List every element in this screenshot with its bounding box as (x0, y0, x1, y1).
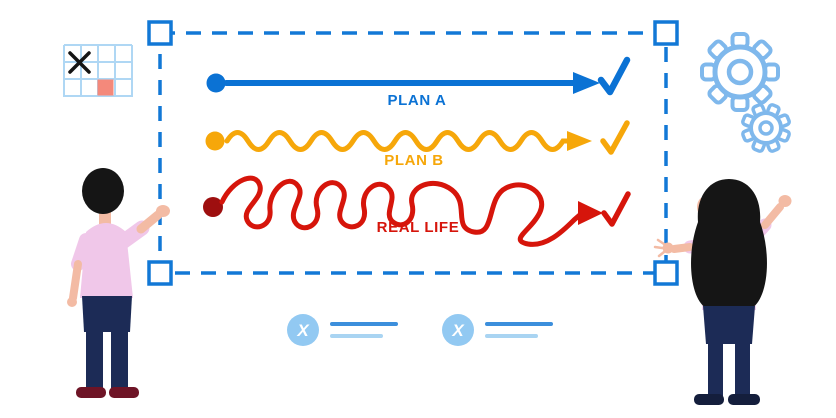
man-raised-arm (136, 210, 163, 234)
note-2-badge (442, 314, 474, 346)
plan-b-start-dot (205, 131, 225, 151)
plan-b-row: PLAN B (205, 120, 630, 169)
highlight-square (97, 79, 114, 96)
selection-handle-top-right (653, 20, 679, 46)
man-hand (156, 205, 170, 217)
real-life-row: REAL LIFE (203, 175, 631, 247)
man-shoe-right (109, 387, 139, 398)
real-life-arrowhead (578, 201, 603, 225)
note-2-badge-x: X (451, 321, 465, 340)
plan-a-start-dot (206, 73, 226, 93)
note-item-1: X (287, 314, 398, 346)
real-life-label: REAL LIFE (377, 219, 460, 236)
gear-icon-large (700, 32, 780, 112)
plan-a-row: PLAN A (206, 56, 631, 109)
man-left-hand (67, 297, 77, 307)
plan-b-checkmark-icon (600, 120, 630, 155)
man-pants-hips (82, 296, 132, 332)
woman-pants-hips (703, 306, 755, 344)
man-left-arm-sleeve (71, 233, 93, 271)
man-figure (67, 168, 170, 398)
man-leg-left (86, 330, 103, 388)
woman-left-arm (670, 243, 694, 253)
woman-shoe-right (728, 394, 760, 405)
man-shoe-left (76, 387, 106, 398)
plan-b-arrow-line (224, 130, 573, 152)
plan-b-arrowhead (567, 131, 592, 151)
selection-handle-top-left (147, 20, 173, 46)
calendar-grid (63, 44, 133, 97)
woman-hair (691, 179, 767, 308)
woman-shoe-left (694, 394, 724, 405)
selection-handle-bottom-left (147, 260, 173, 286)
woman-left-hand-fingers (653, 238, 666, 258)
plan-a-label: PLAN A (388, 92, 447, 109)
real-life-start-dot (203, 197, 223, 217)
woman-right-hand (778, 195, 792, 207)
man-left-arm (69, 260, 82, 302)
woman-left-hand (662, 242, 674, 254)
selection-handle-bottom-right (653, 260, 679, 286)
note-item-2: X (442, 314, 553, 346)
real-life-arrow-line (219, 175, 585, 247)
woman-figure (653, 179, 792, 405)
gear-icon-small (741, 103, 791, 153)
woman-leg-right (735, 342, 750, 396)
grid-lines (63, 44, 133, 97)
plan-a-checkmark-icon (597, 56, 631, 96)
real-life-checkmark-icon (601, 191, 631, 227)
man-leg-right (111, 330, 128, 388)
woman-leg-left (708, 342, 723, 396)
woman-right-arm (761, 203, 784, 229)
x-mark-icon (68, 51, 91, 74)
note-1-badge-x: X (296, 321, 310, 340)
dashed-selection-frame (147, 20, 679, 286)
plan-a-arrowhead (573, 72, 600, 94)
note-1-badge (287, 314, 319, 346)
plan-b-label: PLAN B (384, 152, 443, 169)
man-hair (82, 168, 124, 214)
